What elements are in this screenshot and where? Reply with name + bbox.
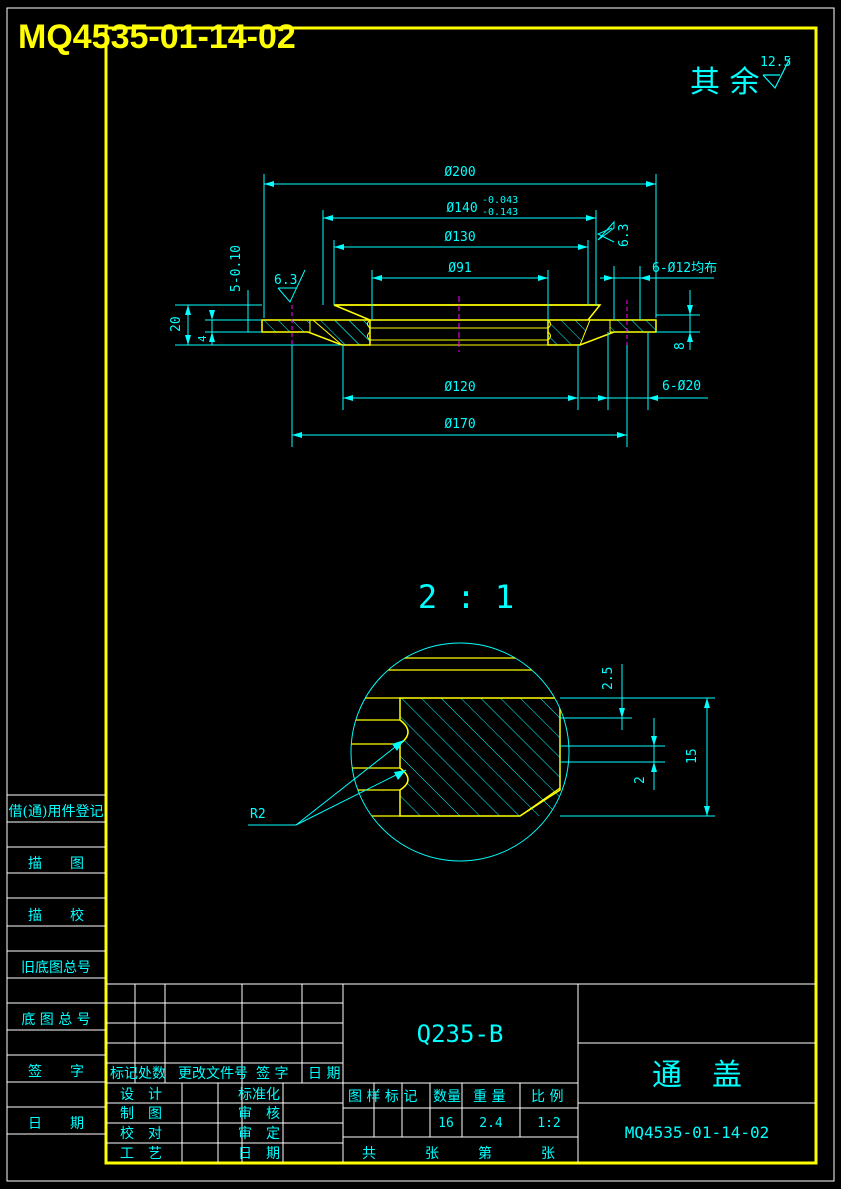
side-label-register: 借(通)用件登记 xyxy=(9,804,104,820)
side-label-old-number: 旧底图总号 xyxy=(21,960,91,976)
detail-view xyxy=(248,642,715,862)
sign-draft: 制 图 xyxy=(120,1106,162,1122)
change-header-mark: 标记 xyxy=(110,1066,138,1082)
roughness-symbol-icon xyxy=(762,57,791,90)
change-header-sign: 签 字 xyxy=(256,1065,288,1082)
sheet-total-unit: 张 xyxy=(425,1146,439,1162)
dim-d120: Ø120 xyxy=(444,380,475,395)
side-register-column xyxy=(7,794,106,1135)
change-header-count: 处数 xyxy=(138,1066,166,1082)
sign-standard: 标准化 xyxy=(238,1087,280,1103)
change-header-doc: 更改文件号 xyxy=(178,1066,248,1082)
roughness-symbol-left-icon xyxy=(277,269,306,303)
dim-holes-20: 6-Ø20 xyxy=(662,379,701,394)
dim-holes-12: 6-Ø12均布 xyxy=(652,261,717,276)
detail-dim-2: 2 xyxy=(633,776,648,784)
dim-roughness-right: 6.3 xyxy=(617,224,632,247)
sheet-total-label: 共 xyxy=(362,1146,376,1162)
sign-date: 日 期 xyxy=(238,1146,280,1162)
roughness-note: 其 余 xyxy=(690,65,760,100)
main-section-view xyxy=(175,174,714,447)
detail-scale: 2 : 1 xyxy=(418,578,514,616)
weight-value: 2.4 xyxy=(479,1116,503,1131)
quantity-value: 16 xyxy=(438,1116,454,1131)
outer-border xyxy=(6,7,835,1182)
dim-h4: 4 xyxy=(196,335,209,342)
props-header-weight: 重 量 xyxy=(473,1089,505,1105)
side-label-trace: 描 图 xyxy=(28,856,84,872)
sheet-index-label: 第 xyxy=(478,1145,492,1162)
part-code: MQ4535-01-14-02 xyxy=(625,1123,770,1142)
change-header-date: 日 期 xyxy=(308,1066,340,1082)
dim-h8: 8 xyxy=(673,342,688,350)
part-name: 通 盖 xyxy=(652,1058,742,1093)
dim-h5: 5-0.10 xyxy=(229,245,244,292)
sign-design: 设 计 xyxy=(120,1087,162,1103)
detail-dim-2-5: 2.5 xyxy=(601,667,616,690)
side-label-check: 描 校 xyxy=(28,907,84,924)
dim-d130: Ø130 xyxy=(444,230,475,245)
props-header-qty: 数量 xyxy=(433,1089,461,1105)
sign-review: 审 核 xyxy=(238,1106,280,1122)
drawing-number-header: MQ4535-01-14-02 xyxy=(18,18,296,56)
sign-approve: 审 定 xyxy=(238,1126,280,1142)
sign-process: 工 艺 xyxy=(120,1146,162,1162)
drawing-frame xyxy=(104,26,818,1165)
props-header-pattern: 图 样 标 记 xyxy=(348,1089,417,1105)
scale-value: 1:2 xyxy=(537,1116,560,1131)
props-header-scale: 比 例 xyxy=(531,1089,563,1105)
sheet-index-unit: 张 xyxy=(541,1146,555,1162)
dim-d200: Ø200 xyxy=(444,165,475,180)
side-label-signature: 签 字 xyxy=(28,1063,84,1080)
side-label-date: 日 期 xyxy=(28,1116,84,1132)
material: Q235-B xyxy=(417,1020,504,1048)
dim-d140-tol-lower: -0.143 xyxy=(482,207,518,218)
detail-dim-15: 15 xyxy=(685,748,700,764)
detail-radius: R2 xyxy=(250,807,266,822)
dim-roughness-left: 6.3 xyxy=(274,273,297,288)
dim-d170: Ø170 xyxy=(444,417,475,432)
roughness-value: 12.5 xyxy=(760,55,791,70)
dim-d140: Ø140 xyxy=(446,201,477,216)
title-block xyxy=(106,983,816,1163)
sign-check: 校 对 xyxy=(120,1125,162,1142)
dimension-arrows xyxy=(185,181,693,438)
dim-h20: 20 xyxy=(169,316,184,332)
side-label-base-number: 底 图 总 号 xyxy=(21,1012,90,1028)
dim-d140-tol-upper: -0.043 xyxy=(482,195,518,206)
dim-d91: Ø91 xyxy=(448,261,471,276)
